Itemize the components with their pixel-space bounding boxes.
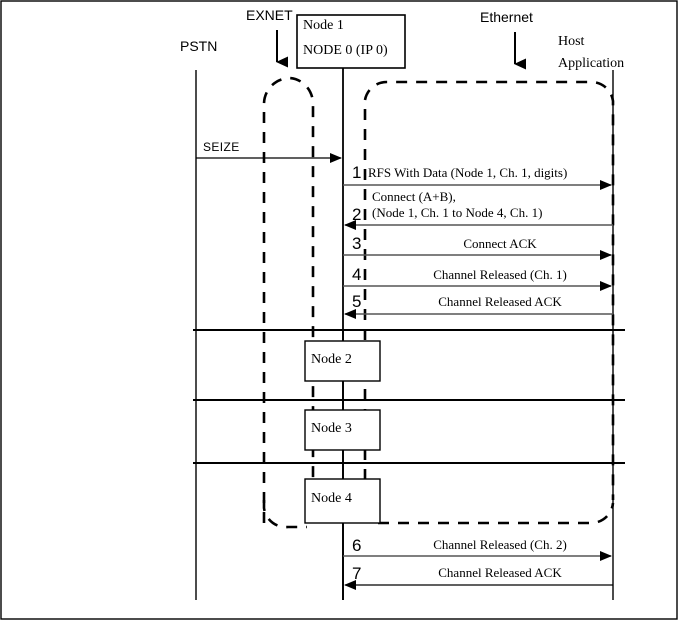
host-application-label-line2: Application [558,56,625,71]
exnet-boundary [262,76,315,523]
node-3-label: Node 3 [311,421,352,436]
ethernet-label: Ethernet [480,9,533,25]
message-7-label: Channel Released ACK [438,565,562,580]
message-2-number: 2 [352,205,362,224]
seize-label: SEIZE [203,140,240,154]
message-4-number: 4 [352,265,362,284]
node3-box [304,409,381,451]
node-4-label: Node 4 [311,491,352,506]
node-2-label: Node 2 [311,352,352,367]
message-5-number: 5 [352,292,362,311]
node1-header-line1: Node 1 [303,18,344,33]
message-3-label: Connect ACK [463,236,537,251]
message-6-label: Channel Released (Ch. 2) [433,537,567,552]
node1-header-line2: NODE 0 (IP 0) [303,43,388,58]
exnet-label: EXNET [246,7,293,23]
exnet-boundary-bottom [262,500,307,529]
ethernet-boundary-bottom [378,502,615,525]
message-4-label: Channel Released (Ch. 1) [433,267,567,282]
message-7-number: 7 [352,564,362,583]
ethernet-boundary-top [363,80,615,520]
message-3-number: 3 [352,234,362,253]
message-1-number: 1 [352,163,362,182]
pstn-label: PSTN [180,38,218,54]
node1-header-box [296,14,406,69]
message-1-label: RFS With Data (Node 1, Ch. 1, digits) [368,165,568,180]
message-6-number: 6 [352,536,362,555]
message-5-label: Channel Released ACK [438,294,562,309]
message-2-label-line1: Connect (A+B), [372,189,456,204]
node4-box [304,478,381,524]
message-2-label-line2: (Node 1, Ch. 1 to Node 4, Ch. 1) [372,205,543,220]
host-application-label-line1: Host [558,34,585,49]
